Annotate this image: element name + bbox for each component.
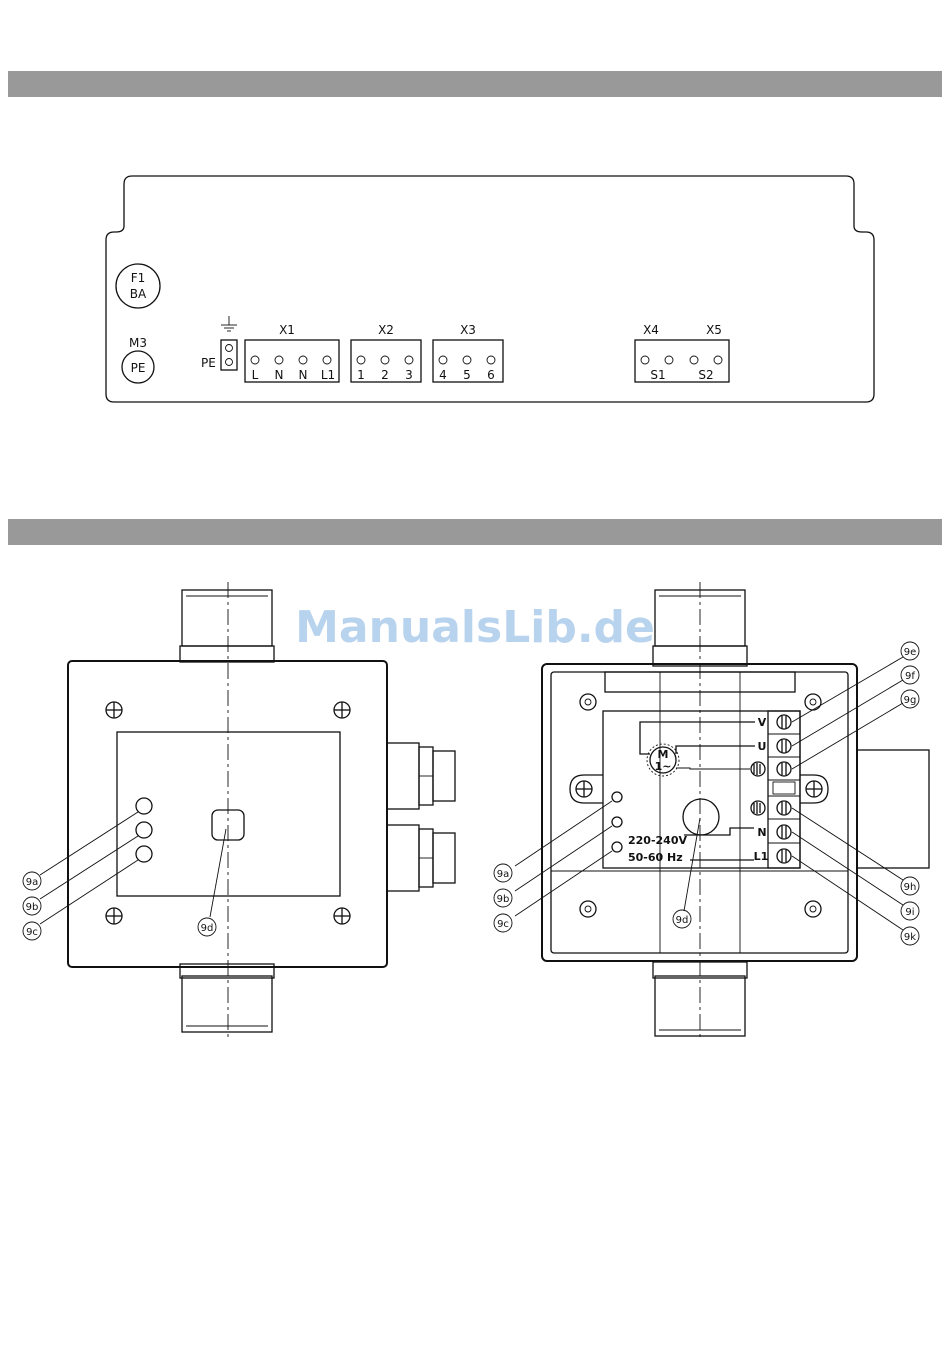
- x3-pin-2: 5: [463, 368, 471, 382]
- pe-circle-label: PE: [131, 361, 146, 375]
- pe-label: PE: [201, 356, 216, 370]
- fuse-label-bottom: BA: [130, 287, 147, 301]
- wiring-board-diagram: F1 BA M3 PE PE X1 L N N L1 X2 1 2 3: [106, 176, 874, 402]
- front-callout-9a: 9a: [26, 877, 39, 888]
- motor-label-bottom: 1~: [655, 760, 672, 773]
- x1-pin-4: L1: [321, 368, 335, 382]
- open-callout-9c: 9c: [497, 919, 509, 930]
- open-callout-9b: 9b: [497, 894, 510, 905]
- x1-pin-1: L: [252, 368, 259, 382]
- open-callout-9g: 9g: [904, 695, 917, 706]
- x5-pin-1: S2: [698, 368, 713, 382]
- open-callout-9h: 9h: [904, 882, 917, 893]
- x4-title: X4: [643, 323, 659, 337]
- open-callout-9k: 9k: [904, 932, 916, 943]
- x4-pin-1: S1: [650, 368, 665, 382]
- supply-frequency: 50-60 Hz: [628, 851, 683, 864]
- fuse-label-top: F1: [131, 271, 146, 285]
- pe-circle-top-label: M3: [129, 336, 147, 350]
- open-callout-9i: 9i: [905, 907, 914, 918]
- x1-pin-2: N: [275, 368, 284, 382]
- x2-pin-2: 2: [381, 368, 389, 382]
- open-callout-9d: 9d: [676, 915, 689, 926]
- x3-pin-3: 6: [487, 368, 495, 382]
- x2-pin-1: 1: [357, 368, 365, 382]
- terminal-n-label: N: [757, 826, 766, 839]
- watermark: ManualsLib.de: [295, 602, 655, 653]
- terminal-u-label: U: [758, 740, 767, 753]
- terminal-l1-label: L1: [754, 850, 769, 863]
- x2-title: X2: [378, 323, 394, 337]
- x5-title: X5: [706, 323, 722, 337]
- x3-pin-1: 4: [439, 368, 447, 382]
- x2-pin-3: 3: [405, 368, 413, 382]
- terminal-v-label: V: [758, 716, 767, 729]
- front-callout-9c: 9c: [26, 927, 38, 938]
- open-callout-9e: 9e: [904, 647, 917, 658]
- open-callout-9f: 9f: [905, 671, 915, 682]
- x1-title: X1: [279, 323, 295, 337]
- front-callout-9b: 9b: [26, 902, 39, 913]
- x3-title: X3: [460, 323, 476, 337]
- ground-icon: [221, 316, 237, 331]
- pcb-potentiometer: [683, 799, 719, 835]
- open-callout-9a: 9a: [497, 869, 510, 880]
- supply-voltage: 220-240V: [628, 834, 687, 847]
- front-callout-9d: 9d: [201, 923, 214, 934]
- x1-pin-3: N: [299, 368, 308, 382]
